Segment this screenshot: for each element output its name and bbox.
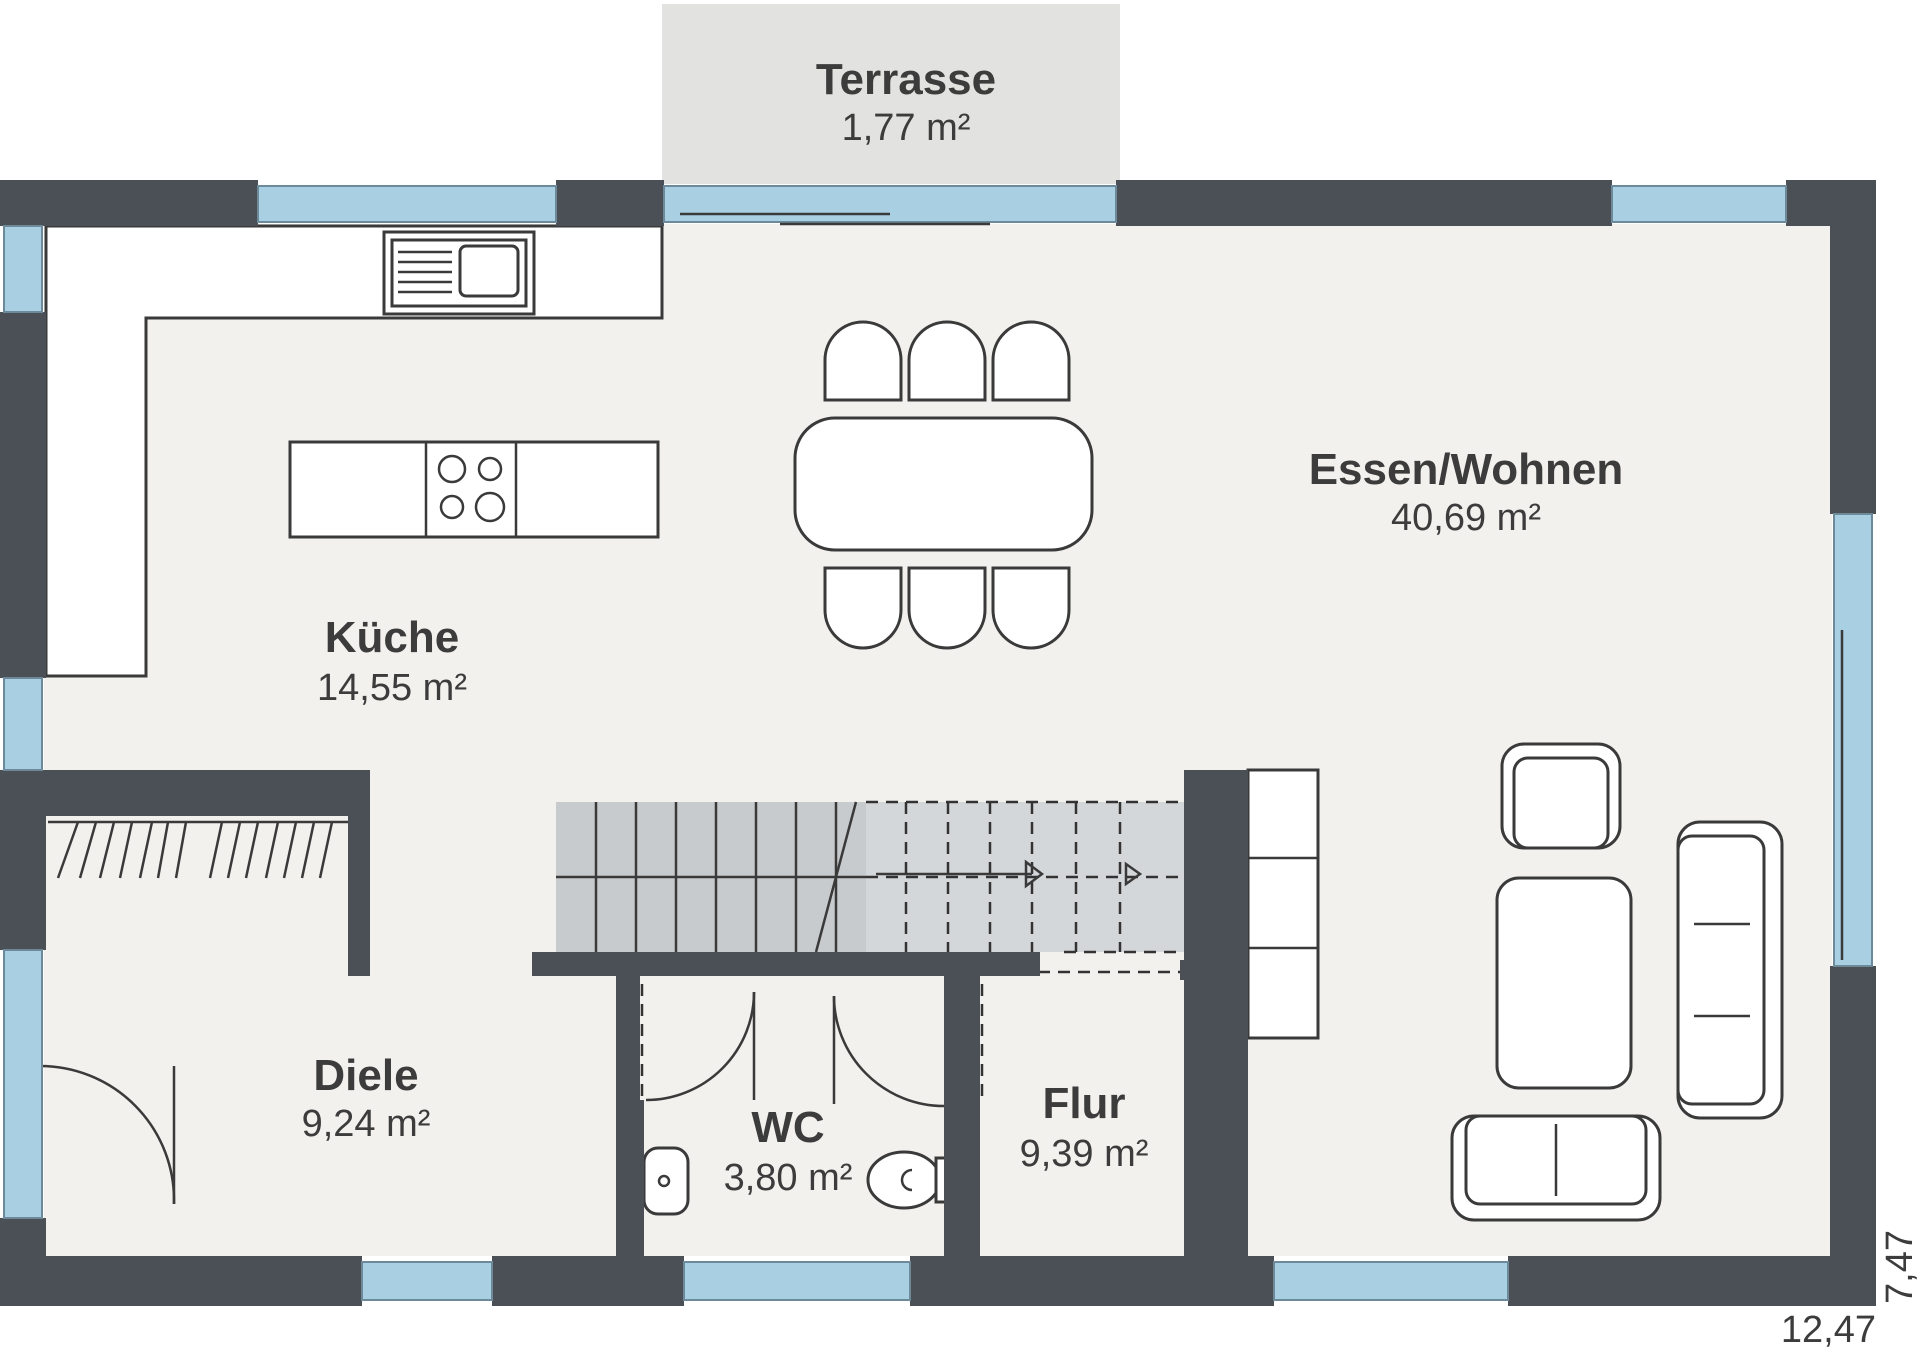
wc-area-label: 3,80 m² xyxy=(724,1157,853,1199)
walls xyxy=(0,180,1876,1306)
living-name: Essen/Wohnen xyxy=(1309,445,1624,494)
wc-name: WC xyxy=(751,1103,824,1152)
dimension-width: 12,47 xyxy=(1781,1309,1876,1351)
hob-icon xyxy=(437,454,506,523)
dining-chair xyxy=(991,566,1071,650)
corridor-area-label: 9,39 m² xyxy=(1020,1133,1149,1175)
wardrobe-hangers xyxy=(48,820,354,879)
kitchen-area-label: 14,55 m² xyxy=(317,667,467,709)
windows xyxy=(3,185,1873,1301)
toilet-icon xyxy=(866,1150,948,1210)
terrace-area xyxy=(662,4,1120,184)
staircase xyxy=(556,800,1184,954)
terrace-area-label: 1,77 m² xyxy=(842,107,971,149)
dimension-depth: 7,47 xyxy=(1879,1230,1920,1304)
dining-chair xyxy=(991,320,1071,402)
washbasin-icon xyxy=(642,1146,690,1216)
terrace-name: Terrasse xyxy=(816,55,996,104)
stair-direction-arrow-icon xyxy=(876,859,1143,889)
dining-chair xyxy=(823,320,903,402)
dining-chair xyxy=(823,566,903,650)
sink-icon xyxy=(382,230,536,316)
kitchen-name: Küche xyxy=(325,613,459,662)
living-furniture xyxy=(1450,742,1784,1222)
hall-area-label: 9,24 m² xyxy=(302,1103,431,1145)
corridor-name: Flur xyxy=(1042,1079,1125,1128)
coffee-table xyxy=(1495,876,1633,1090)
dining-chair xyxy=(907,320,987,402)
kitchen-island xyxy=(288,440,660,539)
dining-table xyxy=(793,416,1094,552)
hall-name: Diele xyxy=(313,1051,418,1100)
dining-set xyxy=(793,320,1094,650)
dining-chair xyxy=(907,566,987,650)
living-area-label: 40,69 m² xyxy=(1391,497,1541,539)
sideboard xyxy=(1246,768,1320,1040)
